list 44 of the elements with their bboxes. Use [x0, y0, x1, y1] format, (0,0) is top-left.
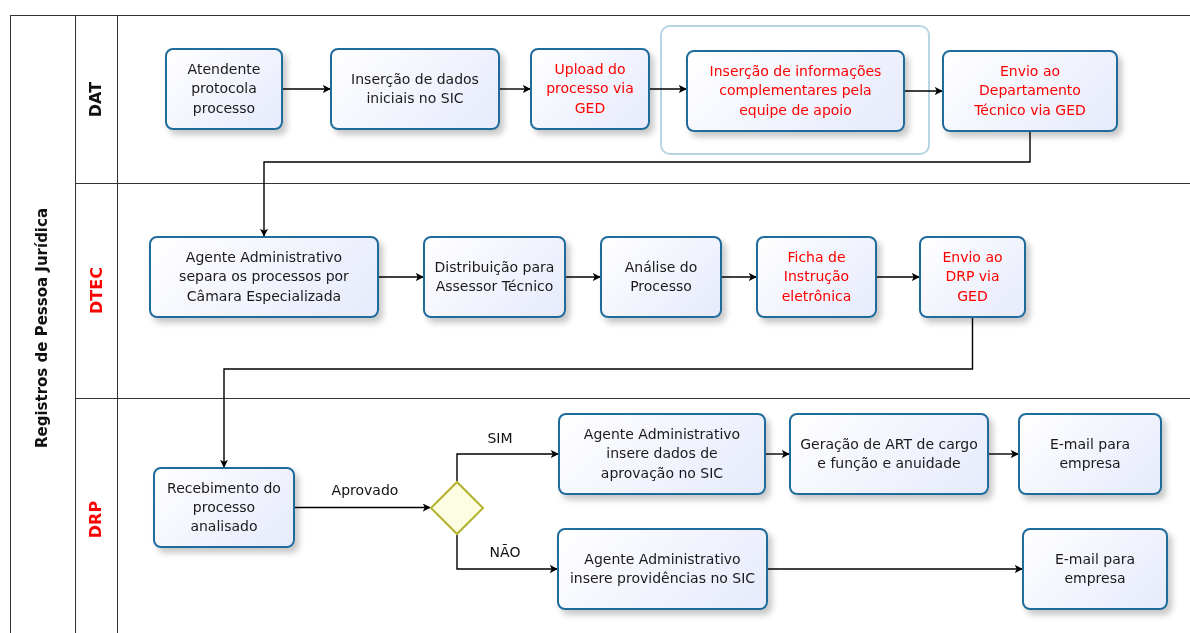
arrow: [294, 503, 431, 512]
arrow: [456, 450, 559, 482]
group-frame: [660, 25, 930, 155]
process-box: Recebimento do processo analisado: [153, 467, 295, 548]
arrow: [565, 273, 601, 281]
process-box: Distribuição para Assessor Técnico: [423, 236, 566, 318]
lane-label: DAT: [86, 81, 106, 117]
edge-label: Aprovado: [329, 482, 401, 498]
process-box: Envio ao DRP via GED: [919, 236, 1026, 318]
arrow: [220, 317, 974, 468]
arrow: [378, 273, 424, 281]
process-box: Envio ao Departamento Técnico via GED: [942, 50, 1118, 132]
arrow: [499, 85, 531, 93]
decision-diamond: [429, 480, 485, 536]
process-box: Agente Administrativo separa os processos por Câmara Especializada: [149, 236, 379, 318]
edge-label: SIM: [485, 430, 515, 446]
process-box: Upload do processo via GED: [530, 48, 650, 130]
arrow: [282, 85, 331, 93]
process-box: Análise do Processo: [600, 236, 722, 318]
lane-label: DRP: [86, 500, 106, 538]
arrow: [649, 85, 687, 93]
pool-label: Registros de Pessoa Jurídica: [33, 207, 52, 448]
process-box: Atendente protocola processo: [165, 48, 283, 130]
arrow: [721, 273, 757, 281]
process-box: Inserção de dados iniciais no SIC: [330, 48, 500, 130]
process-box: Agente Administrativo insere providências no SIC: [557, 528, 768, 610]
arrow: [767, 565, 1023, 573]
swimlane: [75, 398, 1190, 633]
process-box: Agente Administrativo insere dados de aprovação no SIC: [558, 413, 766, 495]
process-box: E-mail para empresa: [1022, 528, 1168, 610]
arrow: [456, 534, 558, 573]
arrow: [988, 450, 1019, 458]
process-box: Ficha de Instrução eletrônica: [756, 236, 877, 318]
arrow: [876, 273, 920, 281]
arrow: [260, 131, 1031, 237]
arrow: [765, 450, 790, 458]
process-box: Geração de ART de cargo e função e anuidade: [789, 413, 989, 495]
lane-label: DTEC: [86, 267, 106, 314]
process-box: E-mail para empresa: [1018, 413, 1162, 495]
pool-frame: [10, 15, 1190, 633]
arrow: [904, 87, 943, 95]
edge-label: NÃO: [487, 544, 523, 560]
swimlane: [75, 183, 1190, 398]
process-box: Inserção de informações complementares pela equipe de apoio: [686, 50, 905, 132]
